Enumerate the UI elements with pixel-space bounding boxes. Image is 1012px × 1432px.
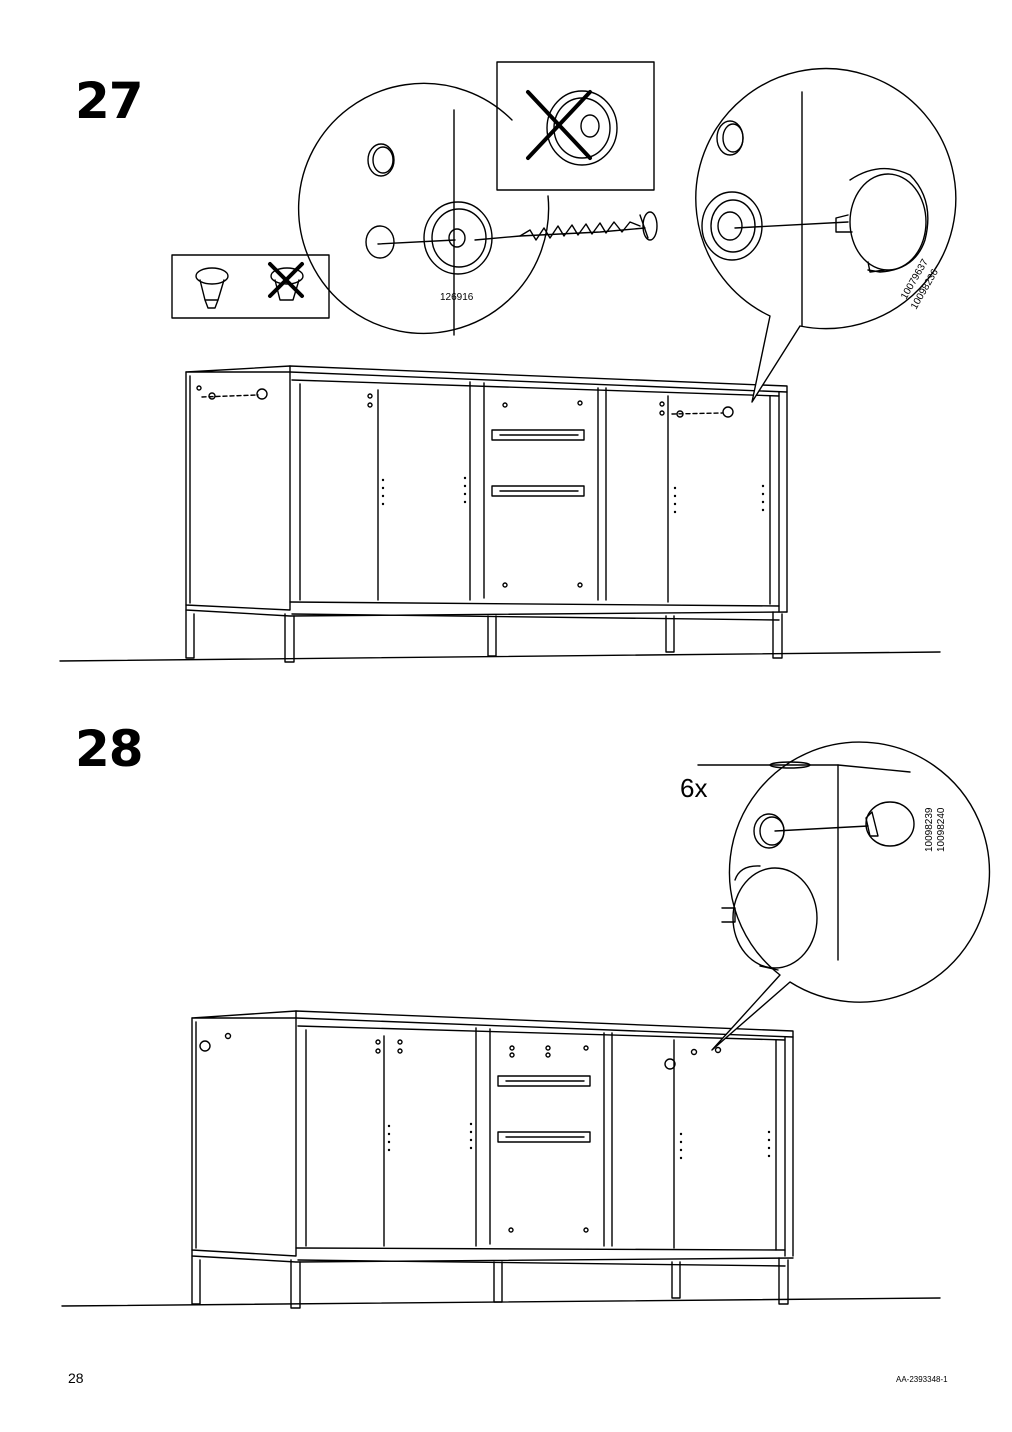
no-washer-box [496, 61, 655, 191]
cap-part-number-d: 10098240 [936, 807, 947, 852]
cap-part-number-c: 10098239 [924, 807, 935, 852]
document-id: AA-2393348-1 [896, 1375, 948, 1384]
sideboard-drawing [185, 365, 788, 663]
cap-detail-callout [697, 741, 991, 1051]
step-27-number: 27 [75, 72, 144, 130]
quantity-label: 6x [680, 773, 707, 803]
step-28-illustration [61, 741, 991, 1309]
cap-detail-callout [695, 67, 957, 403]
fastener-choice-box [171, 254, 330, 319]
sideboard-drawing [191, 1010, 794, 1309]
page-number: 28 [68, 1370, 84, 1386]
floor-line [59, 651, 941, 662]
screw-part-number: 126916 [440, 292, 474, 303]
step-28-number: 28 [75, 720, 144, 778]
step-27-illustration [59, 61, 957, 663]
screw-detail-callout [297, 82, 658, 336]
